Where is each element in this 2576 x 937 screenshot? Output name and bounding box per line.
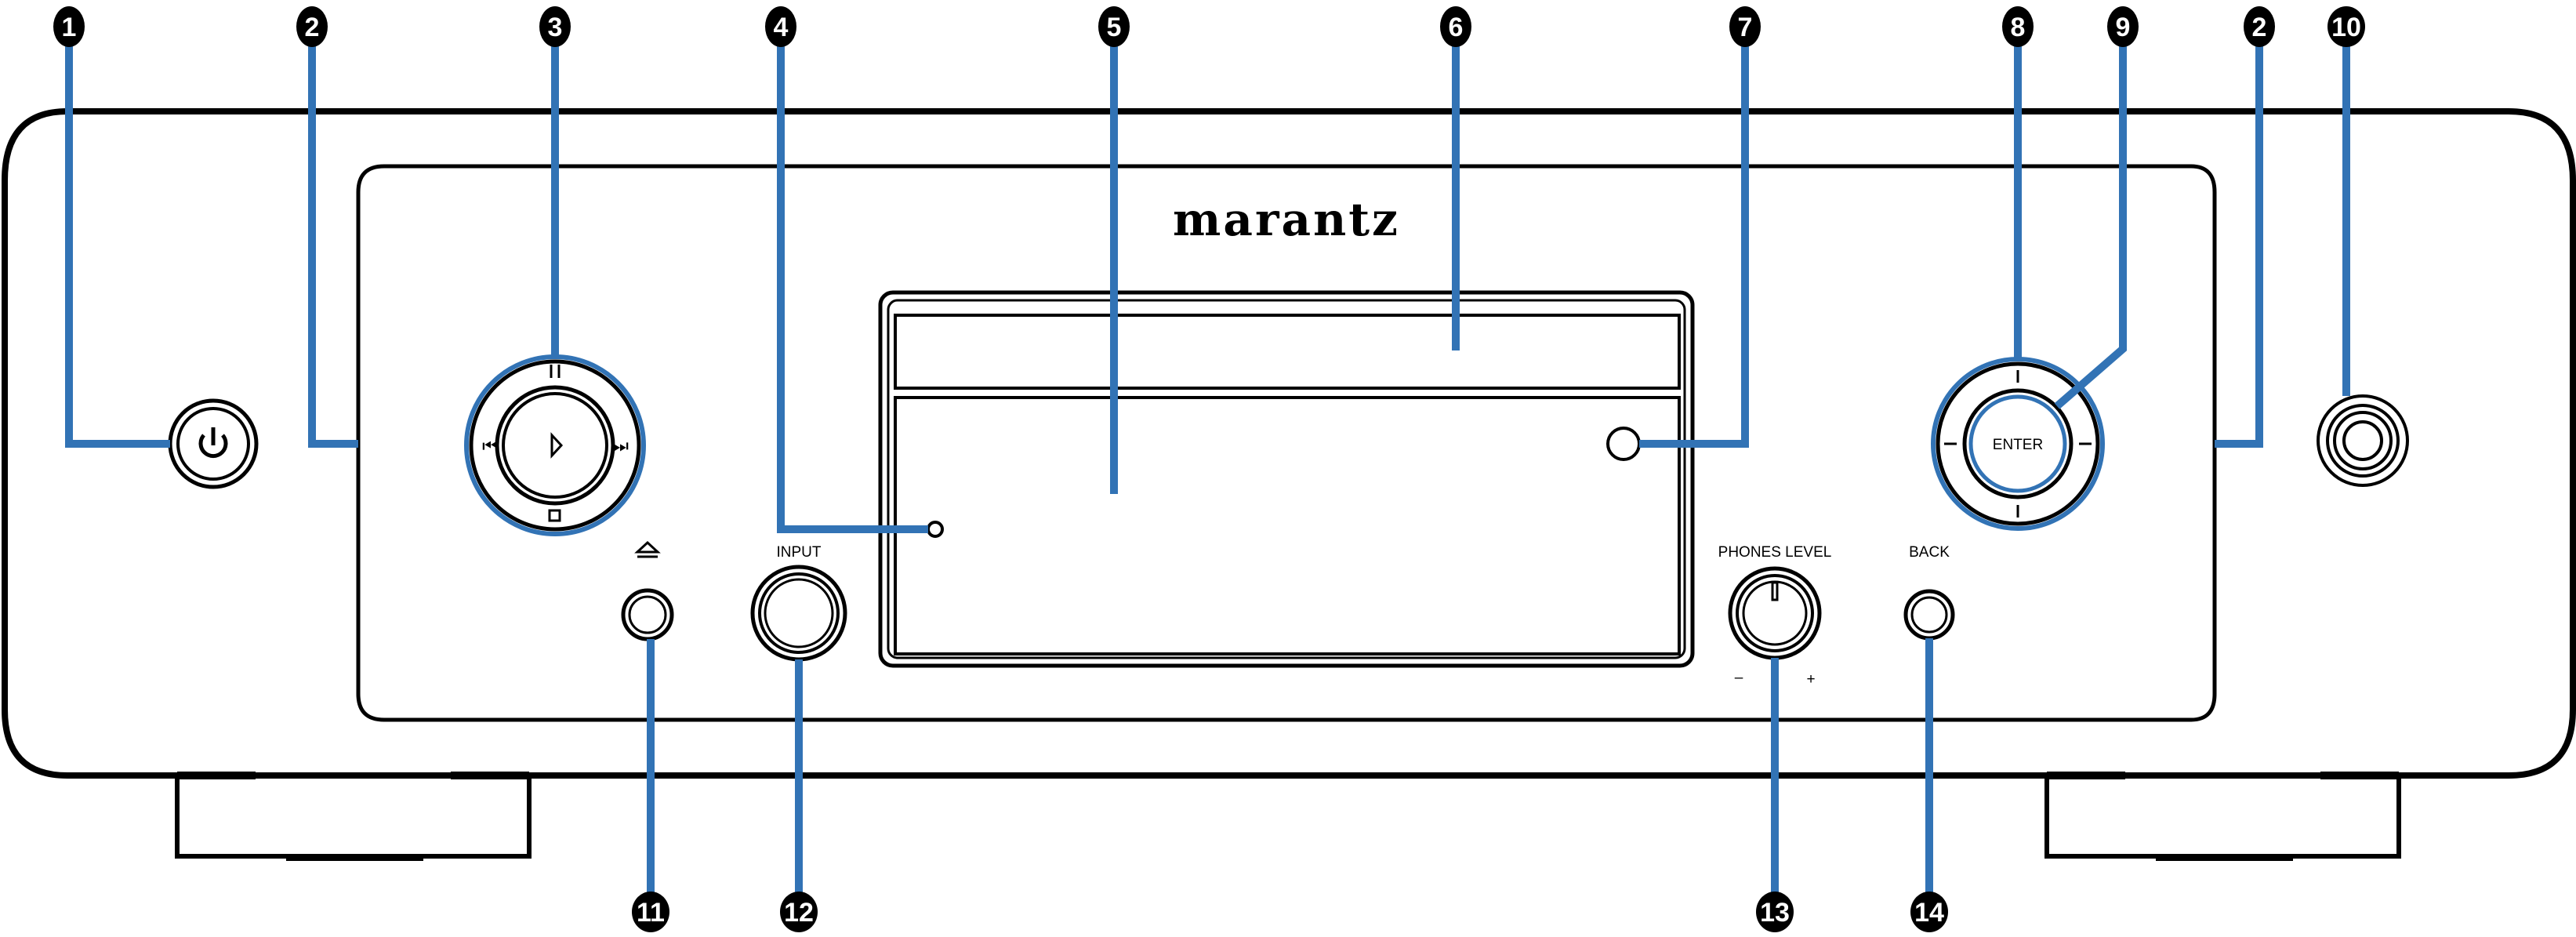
marantz-logo: marantz xyxy=(1173,193,1400,246)
foot-left xyxy=(175,772,532,861)
volume-plus-label: + xyxy=(1806,671,1815,688)
callout-11: 11 xyxy=(632,892,669,932)
callout-1: 1 xyxy=(53,6,85,47)
back-label: BACK xyxy=(1909,544,1950,561)
chassis-outline xyxy=(1,108,2576,779)
callout-9: 9 xyxy=(2107,6,2139,47)
callout-13: 13 xyxy=(1756,892,1794,932)
previous-icon: ⏮ xyxy=(482,437,498,456)
svg-text:7: 7 xyxy=(1738,13,1753,42)
callout-10: 10 xyxy=(2327,6,2365,47)
phones-level-label: PHONES LEVEL xyxy=(1718,544,1832,561)
power-icon xyxy=(198,427,228,459)
callout-14: 14 xyxy=(1910,892,1948,932)
callout-4: 4 xyxy=(765,6,796,47)
display-bezel-inner xyxy=(887,299,1686,659)
back-button[interactable] xyxy=(1903,589,1955,641)
svg-text:8: 8 xyxy=(2011,13,2026,42)
svg-text:2: 2 xyxy=(305,13,320,42)
svg-text:2: 2 xyxy=(2252,13,2267,42)
headphone-jack[interactable] xyxy=(2317,394,2409,487)
svg-text:14: 14 xyxy=(1914,898,1944,928)
play-icon xyxy=(550,432,564,459)
leader-lines xyxy=(65,42,2350,894)
callout-7: 7 xyxy=(1729,6,1761,47)
disc-tray[interactable] xyxy=(894,314,1681,390)
svg-text:9: 9 xyxy=(2116,13,2131,42)
callout-3: 3 xyxy=(539,6,571,47)
phones-level-knob[interactable] xyxy=(1728,566,1822,660)
callout-6: 6 xyxy=(1440,6,1471,47)
callout-8: 8 xyxy=(2002,6,2034,47)
callout-2: 2 xyxy=(296,6,328,47)
callout-5: 5 xyxy=(1098,6,1130,47)
eject-icon xyxy=(634,540,661,558)
display-bezel xyxy=(878,290,1695,668)
svg-text:4: 4 xyxy=(774,13,789,42)
knob-indicator xyxy=(1771,581,1779,601)
enter-button[interactable]: ENTER xyxy=(1962,388,2073,499)
front-panel-plate xyxy=(356,164,2217,722)
display xyxy=(894,396,1681,656)
eject-button[interactable] xyxy=(621,540,674,641)
foot-right xyxy=(2044,772,2401,861)
svg-text:6: 6 xyxy=(1449,13,1464,42)
svg-text:5: 5 xyxy=(1107,13,1122,42)
svg-text:3: 3 xyxy=(548,13,563,42)
callout-12: 12 xyxy=(780,892,818,932)
enter-label: ENTER xyxy=(1993,437,2043,453)
playback-control-wheel[interactable]: ⏮ ⏭ xyxy=(464,354,646,536)
svg-text:10: 10 xyxy=(2331,13,2361,42)
svg-text:12: 12 xyxy=(784,898,814,928)
stop-icon xyxy=(548,509,561,522)
volume-minus-label: – xyxy=(1735,670,1743,686)
input-label: INPUT xyxy=(777,544,822,561)
input-knob[interactable] xyxy=(750,565,847,662)
remote-sensor xyxy=(1606,427,1641,461)
pause-icon xyxy=(550,365,561,378)
svg-text:1: 1 xyxy=(62,13,77,42)
standby-indicator xyxy=(927,521,944,538)
next-icon: ⏭ xyxy=(613,437,629,456)
power-button[interactable] xyxy=(168,398,259,489)
svg-text:11: 11 xyxy=(637,898,665,928)
svg-text:13: 13 xyxy=(1760,898,1790,928)
callout-2-right: 2 xyxy=(2244,6,2275,47)
